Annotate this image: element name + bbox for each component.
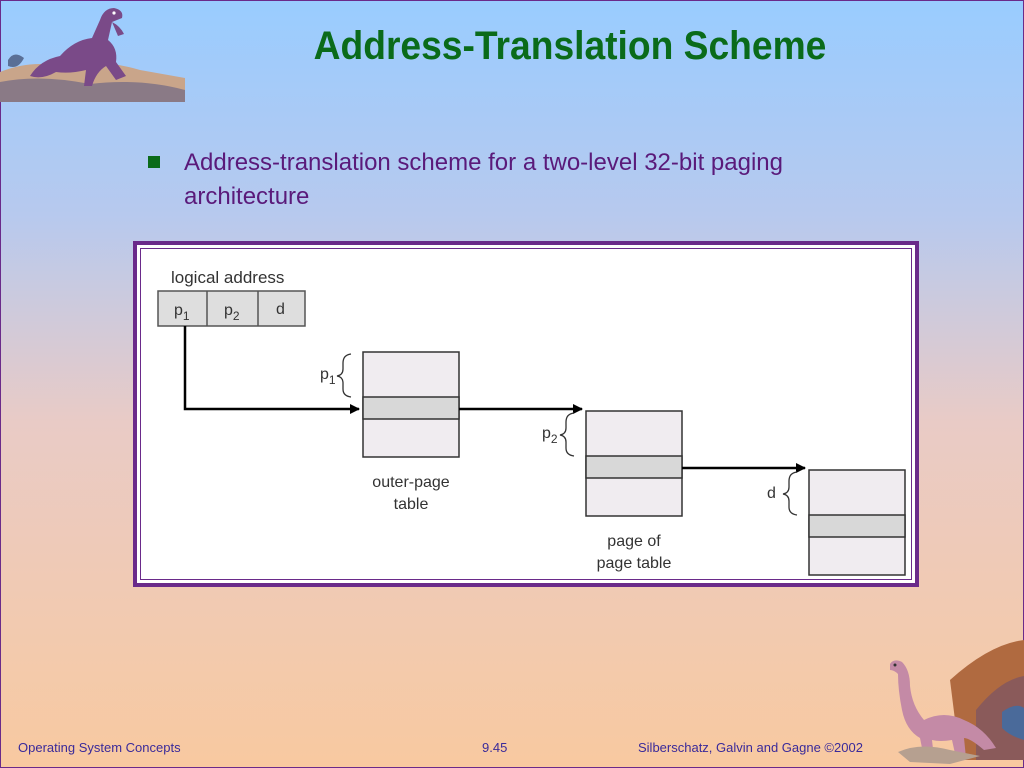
field-p2: p2 xyxy=(224,302,240,323)
diagram-inner-border xyxy=(140,248,912,580)
memory-page-entry xyxy=(808,514,906,538)
field-d: d xyxy=(276,301,285,318)
brace-d xyxy=(782,471,798,516)
footer-course-title: Operating System Concepts xyxy=(18,740,181,755)
field-p1: p1 xyxy=(174,302,190,323)
square-bullet-icon xyxy=(148,156,160,168)
page-of-page-table-label-2: page table xyxy=(597,555,672,572)
bullet-item: Address-translation scheme for a two-lev… xyxy=(148,146,948,214)
arrow-p1-to-outer-table xyxy=(183,326,360,414)
outer-page-table-label-2: table xyxy=(394,496,429,513)
diagram-frame: logical address p1 p2 d p1 outer-page ta… xyxy=(133,241,919,587)
brace-label-p1: p1 xyxy=(320,366,336,387)
bullet-text: Address-translation scheme for a two-lev… xyxy=(184,149,783,210)
outer-page-table-entry xyxy=(362,396,460,420)
brace-p2 xyxy=(559,412,575,457)
slide-title: Address-Translation Scheme xyxy=(313,24,827,68)
brace-label-p2: p2 xyxy=(542,425,558,446)
brace-p1 xyxy=(336,353,352,398)
dinosaur-logo-top xyxy=(0,8,185,102)
footer-slide-number: 9.45 xyxy=(482,740,508,755)
outer-page-table-label-1: outer-page xyxy=(372,474,449,491)
page-of-page-table-entry xyxy=(585,455,683,479)
logical-address-label: logical address xyxy=(171,268,284,287)
dinosaur-logo-bottom xyxy=(890,640,1024,764)
brace-label-d: d xyxy=(767,485,776,502)
two-level-paging-diagram: logical address p1 p2 d p1 outer-page ta… xyxy=(157,268,906,576)
page-of-page-table-label-1: page of xyxy=(607,533,661,550)
footer-copyright: Silberschatz, Galvin and Gagne ©2002 xyxy=(638,740,863,755)
logical-address-box xyxy=(157,290,306,327)
